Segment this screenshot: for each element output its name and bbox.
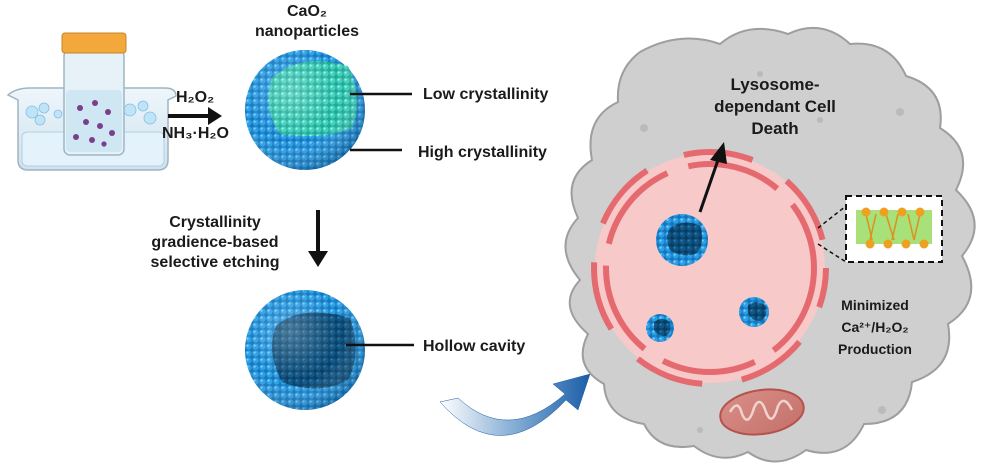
ion-label-line3: Production [838, 341, 912, 357]
hollow-cavity-label: Hollow cavity [423, 338, 526, 355]
cao2-nanoparticle [245, 50, 365, 170]
low-crystallinity-label: Low crystallinity [423, 86, 549, 103]
ion-label-line1: Minimized [841, 297, 909, 313]
death-label-line1: Lysosome- [730, 75, 820, 94]
mitochondrion [719, 388, 805, 436]
internalized-nanoparticle-small-2 [739, 297, 769, 327]
curved-arrow [439, 373, 591, 436]
reaction-beaker [6, 32, 177, 171]
death-arrow [698, 142, 727, 213]
etching-label-line1: Crystallinity [169, 214, 261, 231]
hollow-nanoparticle [245, 290, 365, 410]
etching-label-line2: gradience-based [151, 234, 279, 251]
internalized-nanoparticle-large [656, 214, 708, 266]
etching-arrow [308, 210, 328, 267]
nanoparticle-title-line1: CaO₂ [286, 3, 327, 20]
reagent-ammonia: NH₃·H₂O [162, 125, 229, 142]
synthesis-arrow [168, 107, 222, 125]
high-crystallinity-label: High crystallinity [418, 144, 547, 161]
nanoparticle-title-line2: nanoparticles [254, 23, 360, 40]
reagent-h2o2: H₂O₂ [176, 89, 215, 106]
vial-cap [61, 32, 127, 54]
internalized-nanoparticle-small-1 [646, 314, 674, 342]
etching-label-line3: selective etching [150, 254, 280, 271]
death-label-line3: Death [751, 119, 799, 138]
death-label-line2: dependant Cell [714, 97, 836, 116]
membrane-zoom [817, 195, 943, 263]
ion-label-line2: Ca²⁺/H₂O₂ [841, 319, 909, 335]
